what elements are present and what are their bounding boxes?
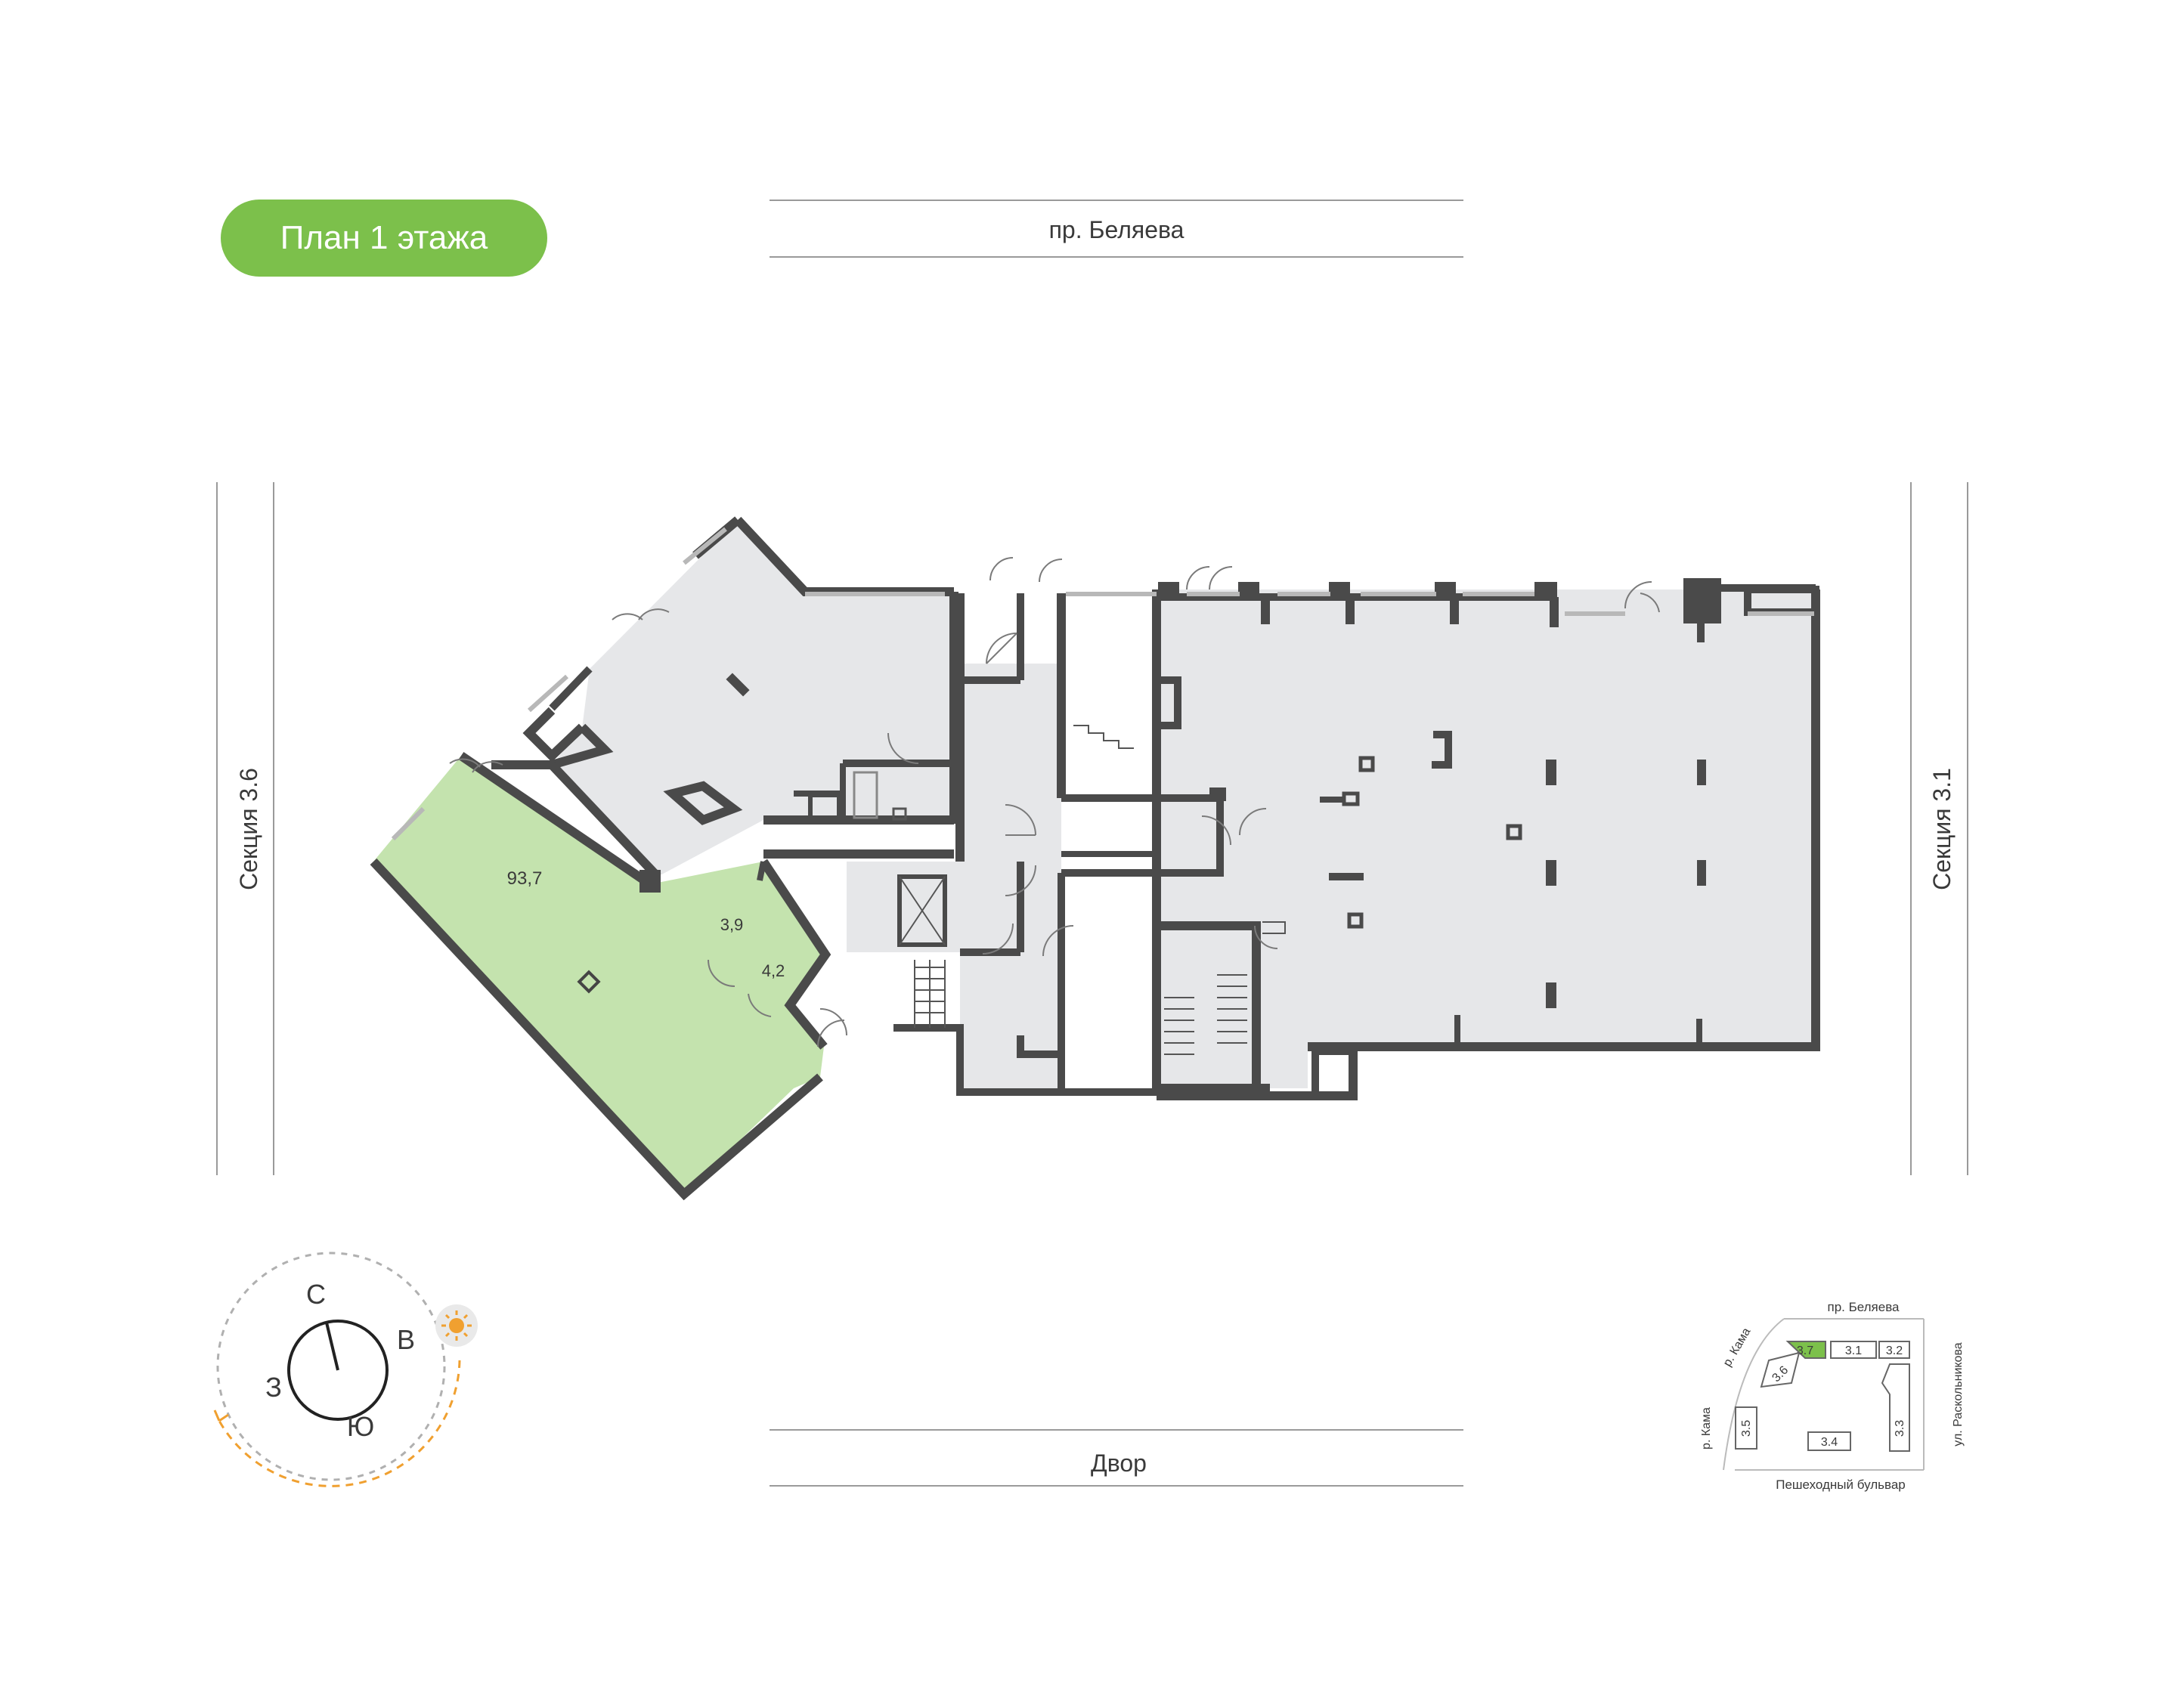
unit-area-bath-2: 4,2 <box>762 961 785 980</box>
minimap-river-2: р. Кама <box>1700 1407 1713 1450</box>
compass-south: Ю <box>347 1411 374 1442</box>
section-left-label: Секция 3.6 <box>235 768 262 890</box>
floor-title-badge: План 1 этажа <box>221 200 547 277</box>
street-bottom-label: Двор <box>1091 1450 1147 1477</box>
minimap-section-3-3[interactable]: 3.3 <box>1881 1363 1910 1452</box>
section-label: 3.4 <box>1821 1436 1838 1449</box>
minimap-section-3-4[interactable]: 3.4 <box>1807 1431 1851 1451</box>
section-label: 3.3 <box>1894 1420 1906 1437</box>
section-right: Секция 3.1 <box>1910 482 1968 1175</box>
section-label: 3.7 <box>1797 1344 1813 1357</box>
minimap-section-3-1[interactable]: 3.1 <box>1830 1341 1877 1359</box>
compass-west: З <box>265 1372 282 1403</box>
minimap-section-3-2[interactable]: 3.2 <box>1878 1341 1910 1359</box>
section-right-label: Секция 3.1 <box>1928 768 1956 890</box>
section-left: Секция 3.6 <box>216 482 274 1175</box>
stairs <box>914 725 1286 1055</box>
minimap-top-street: пр. Беляева <box>1827 1300 1900 1314</box>
section-label: 3.5 <box>1740 1420 1753 1437</box>
street-top: пр. Беляева <box>770 200 1463 258</box>
minimap-section-3-6[interactable]: 3.6 <box>1760 1351 1801 1388</box>
minimap: пр. Беляева Пешеходный бульвар ул. Раско… <box>1700 1300 1965 1492</box>
section-label: 3.1 <box>1845 1344 1862 1357</box>
page-title: План 1 этажа <box>280 219 488 256</box>
selected-unit[interactable]: 93,7 3,9 4,2 <box>370 752 831 1201</box>
minimap-section-3-5[interactable]: 3.5 <box>1735 1406 1757 1450</box>
section-label: 3.2 <box>1886 1344 1903 1357</box>
sun-icon <box>435 1304 478 1347</box>
street-top-label: пр. Беляева <box>1049 216 1184 243</box>
minimap-right-street: ул. Раскольникова <box>1952 1342 1965 1446</box>
compass-east: В <box>397 1324 415 1355</box>
minimap-bottom-street: Пешеходный бульвар <box>1776 1477 1906 1492</box>
walls <box>391 516 1820 1100</box>
unit-area-bath-1: 3,9 <box>720 915 744 934</box>
compass: С В Ю З <box>213 1252 478 1487</box>
compass-north: С <box>306 1279 326 1310</box>
street-bottom: Двор <box>770 1429 1463 1487</box>
minimap-river-1: р. Кама <box>1721 1326 1754 1369</box>
unit-area-main: 93,7 <box>507 868 543 889</box>
